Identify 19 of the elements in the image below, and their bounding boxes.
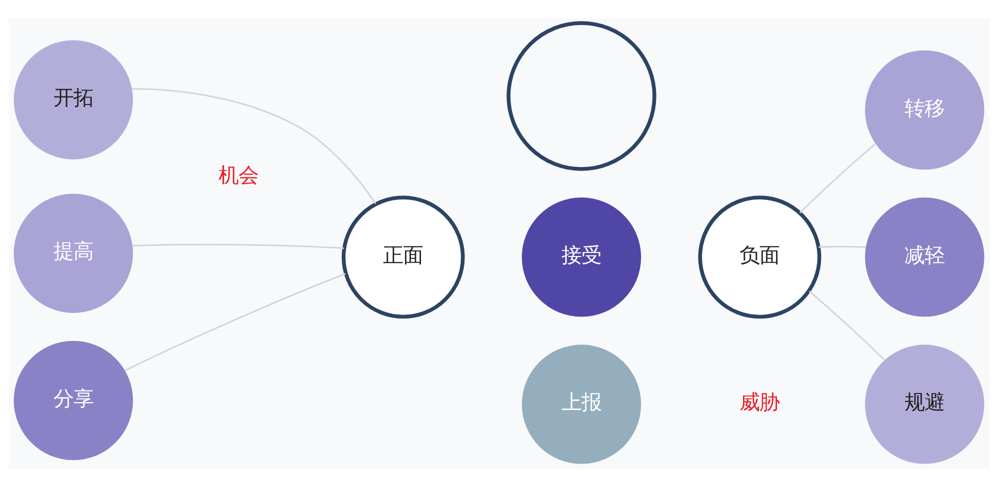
node-circle: 减轻: [865, 197, 984, 316]
node-circle: 正面: [342, 195, 465, 318]
connector: [132, 88, 376, 204]
label: 机会: [218, 162, 258, 187]
node-circle: [506, 20, 656, 170]
label: 威胁: [740, 390, 780, 414]
connector: [124, 272, 346, 371]
connector: [818, 245, 866, 248]
node-circle: 规避: [865, 344, 984, 464]
node-circle: 提高: [14, 193, 133, 312]
node-circle: 接受: [522, 197, 642, 316]
node-circle: 开拓: [14, 40, 133, 159]
node-circle: 转移: [865, 50, 984, 170]
connector: [132, 243, 344, 248]
node-circle: 上报: [522, 344, 642, 464]
connector: [799, 143, 876, 213]
node-circle: 负面: [698, 195, 822, 318]
connector: [808, 290, 885, 360]
node-circle: 分享: [14, 340, 133, 460]
